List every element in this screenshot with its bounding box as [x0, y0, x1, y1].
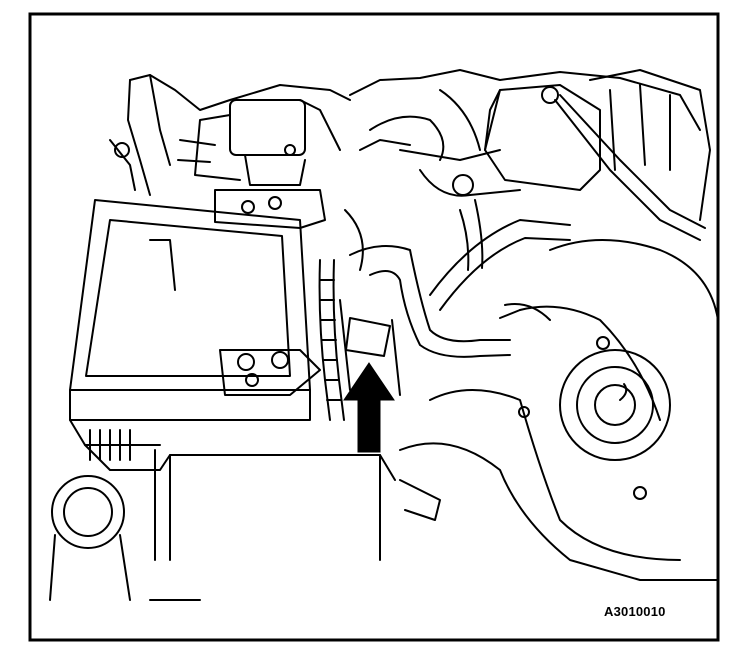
- relay-block: [177, 99, 326, 229]
- strut-tower: [399, 239, 719, 581]
- figure-frame: [28, 12, 720, 642]
- engine-background: [109, 69, 701, 291]
- reservoir-tank: [484, 69, 711, 241]
- battery-tray: [84, 429, 396, 561]
- hoses: [349, 174, 571, 358]
- pointer-arrow-up: [343, 362, 395, 453]
- battery: [69, 199, 321, 446]
- figure-reference-code: A3010010: [604, 604, 666, 619]
- component-label-plate: [339, 299, 401, 396]
- wiring-harness: [318, 209, 364, 421]
- lower-left-hose: [49, 475, 201, 601]
